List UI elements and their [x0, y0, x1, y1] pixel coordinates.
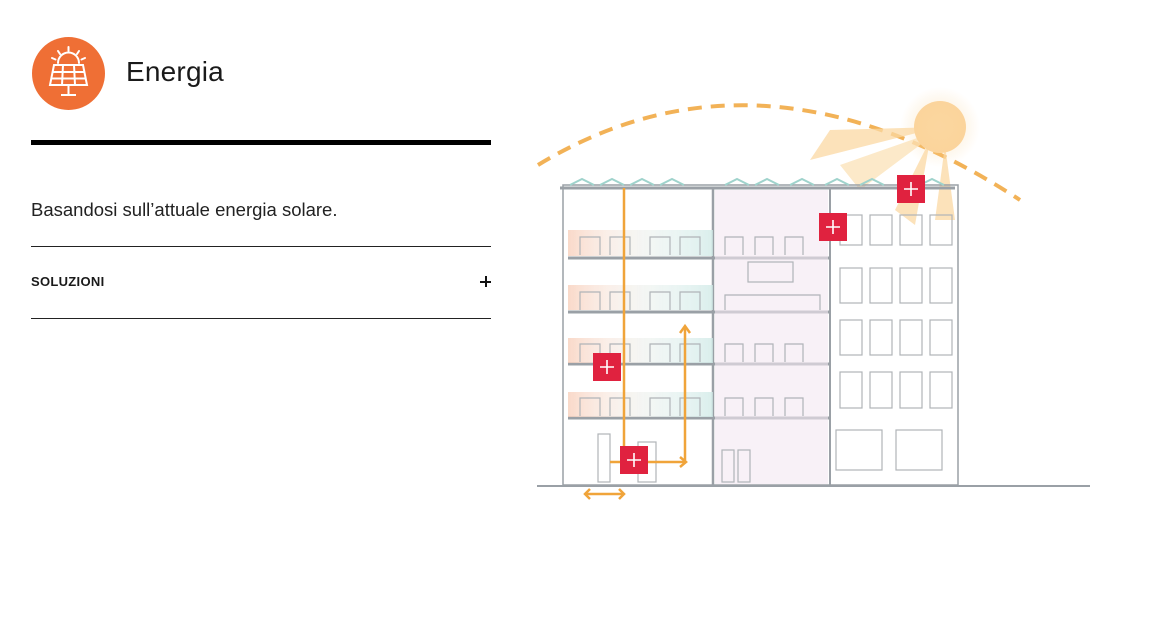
accordion-label: SOLUZIONI [31, 274, 105, 289]
hotspot-ground-floor[interactable] [620, 446, 648, 474]
plus-icon [600, 360, 614, 374]
office-furniture [579, 236, 821, 483]
expand-plus-icon[interactable] [480, 276, 491, 287]
sun-path-arc [536, 103, 1022, 202]
hotspot-roof[interactable] [897, 175, 925, 203]
floor-tints [568, 190, 828, 484]
plus-icon [826, 220, 840, 234]
roof-skylights [569, 177, 945, 186]
facade-windows [835, 214, 953, 471]
accordion-soluzioni[interactable]: SOLUZIONI [31, 247, 491, 318]
building-illustration [536, 87, 1090, 500]
solar-panel-icon [32, 37, 105, 110]
plus-icon [627, 453, 641, 467]
accordion-top-divider [31, 246, 491, 247]
accordion-bottom-divider [31, 318, 491, 319]
intro-text: Basandosi sull’attuale energia solare. [31, 199, 338, 220]
title-divider [31, 140, 491, 145]
hotspot-middle-floor[interactable] [593, 353, 621, 381]
plus-icon [904, 182, 918, 196]
page-title: Energia [126, 56, 224, 87]
hotspot-upper-floor[interactable] [819, 213, 847, 241]
